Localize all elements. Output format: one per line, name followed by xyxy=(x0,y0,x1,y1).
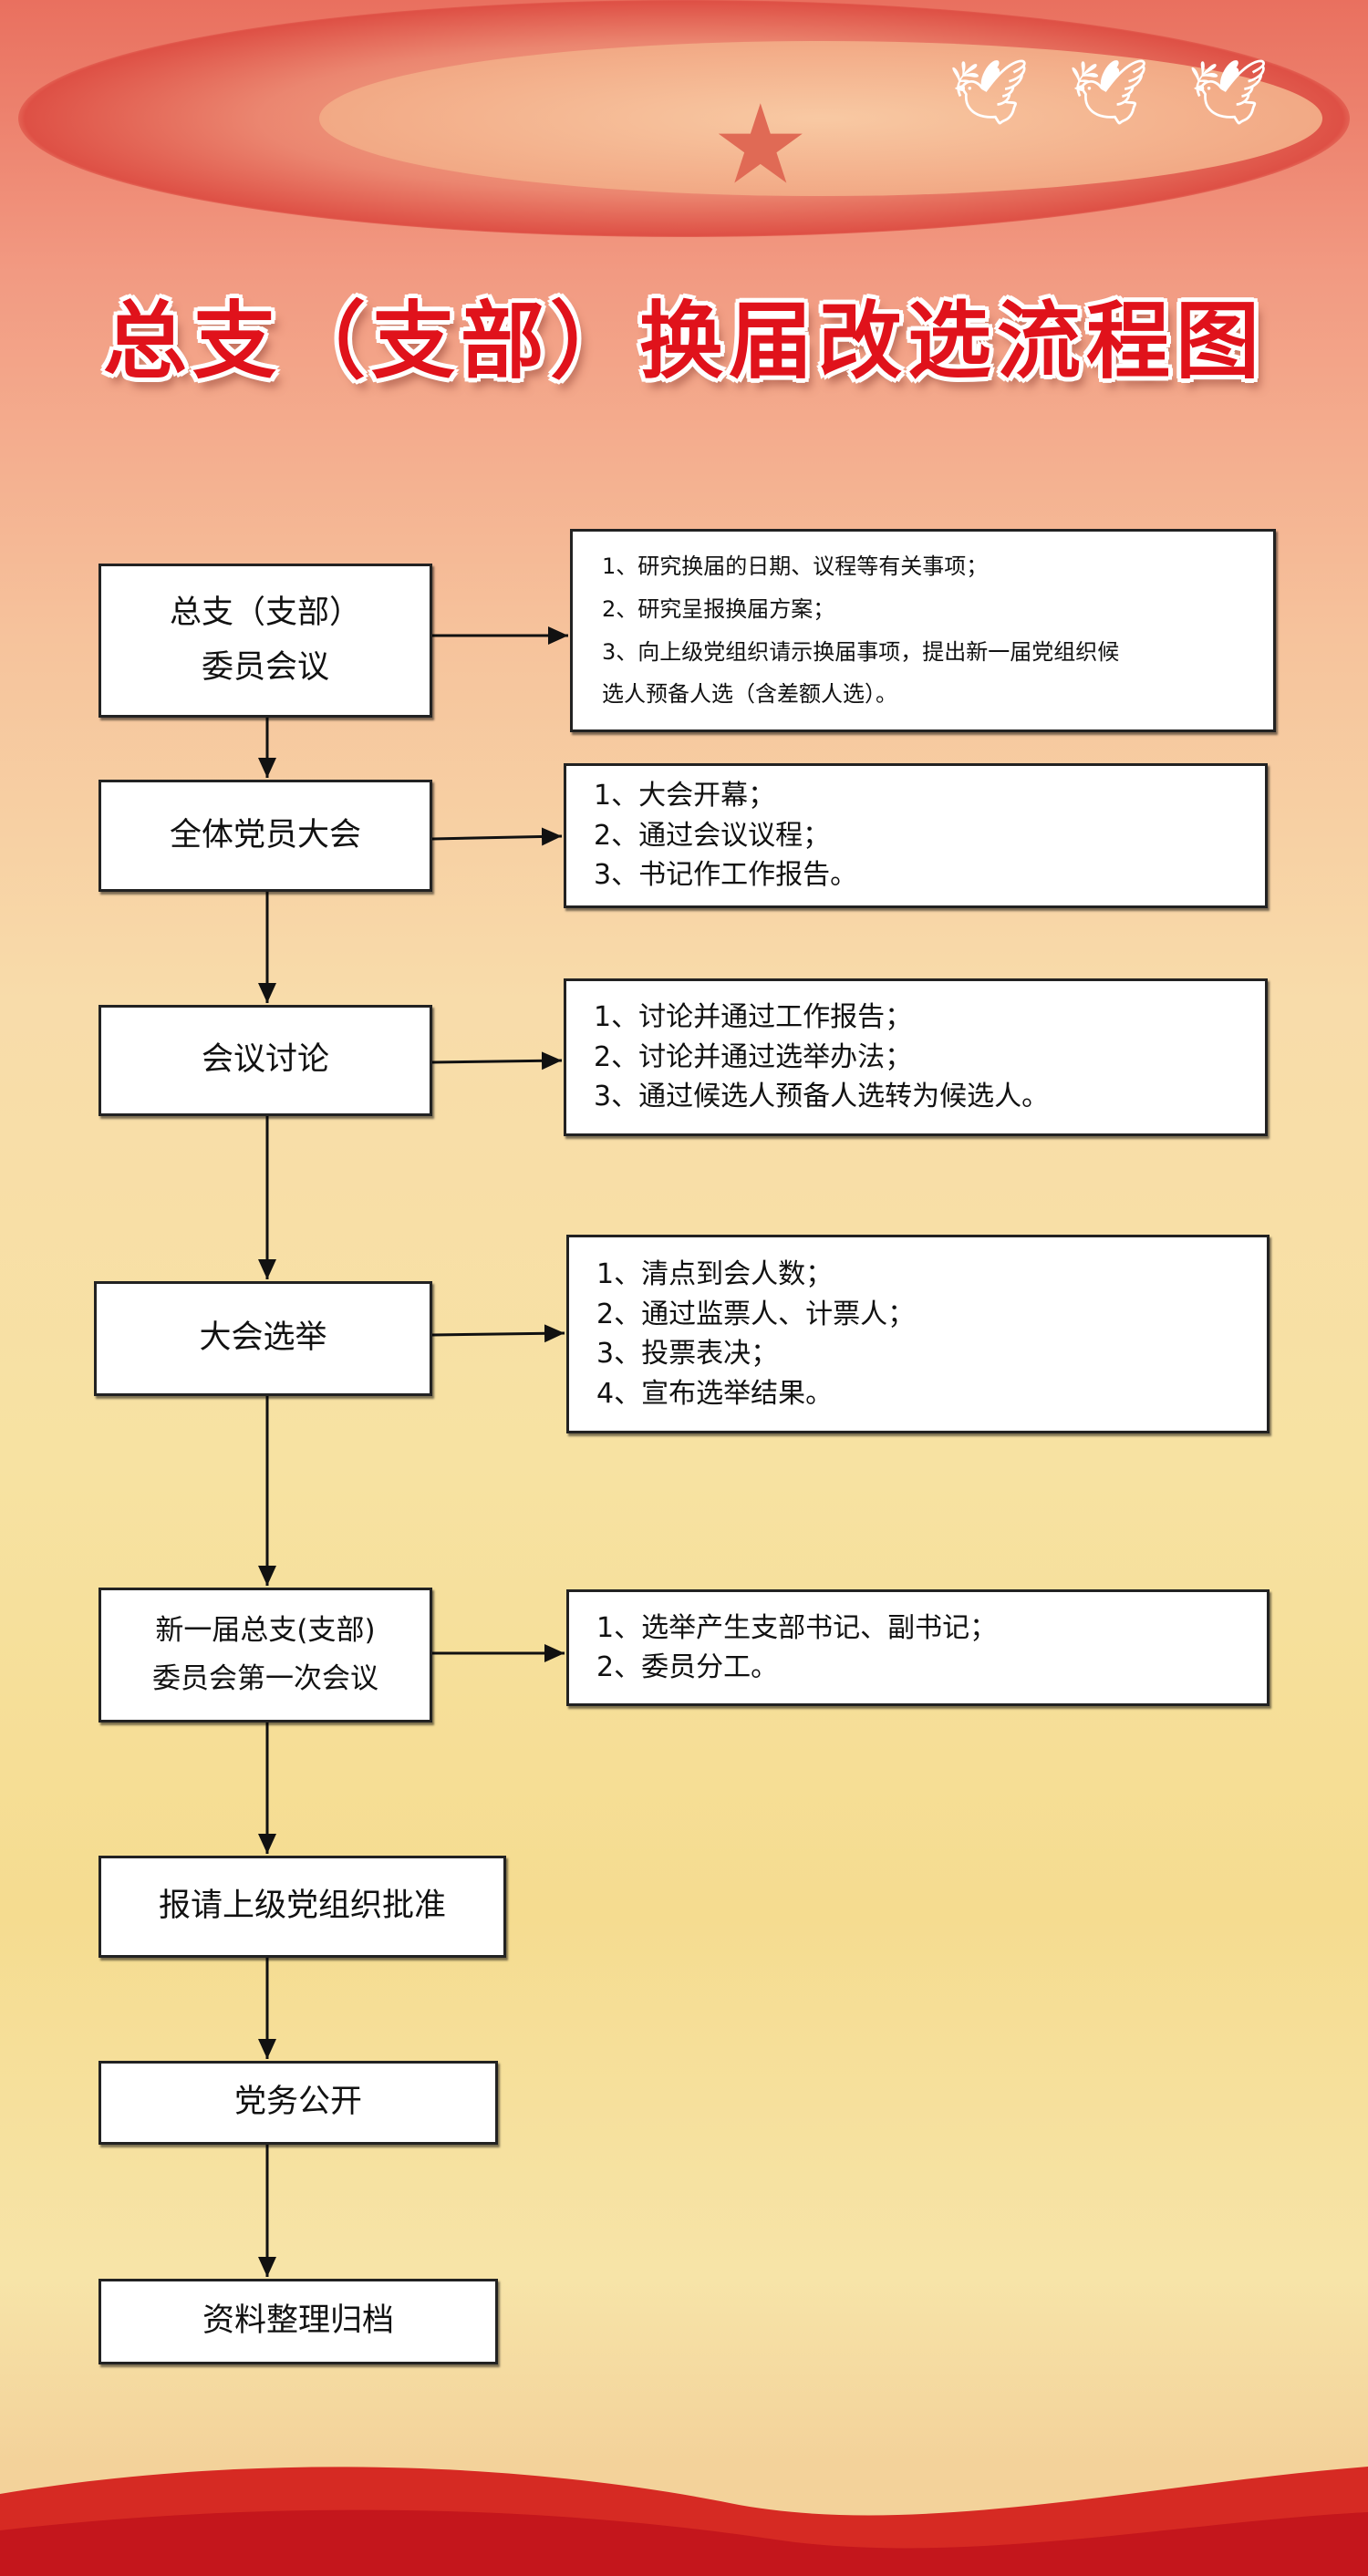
step-election: 大会选举 xyxy=(94,1281,432,1396)
step-first-committee-meeting: 新一届总支(支部) 委员会第一次会议 xyxy=(98,1588,432,1723)
emblem-background xyxy=(18,0,1350,237)
detail-line: 2、讨论并通过选举办法； xyxy=(594,1040,913,1073)
detail-line: 1、选举产生支部书记、副书记； xyxy=(596,1611,998,1644)
detail-line: 3、通过候选人预备人选转为候选人。 xyxy=(594,1081,1050,1113)
step-line: 资料整理归档 xyxy=(202,2302,394,2340)
arrow-right-4 xyxy=(431,1324,565,1343)
red-flag-wave xyxy=(0,2467,1368,2576)
detail-line: 2、通过会议议程； xyxy=(594,819,831,852)
step-line: 总支（支部） xyxy=(169,595,361,631)
detail-line: 2、通过监票人、计票人； xyxy=(596,1298,916,1330)
detail-first-committee-meeting: 1、选举产生支部书记、副书记； 2、委员分工。 xyxy=(566,1589,1270,1706)
detail-line: 2、研究呈报换届方案； xyxy=(602,595,835,622)
detail-line: 1、大会开幕； xyxy=(594,780,776,812)
step-discussion: 会议讨论 xyxy=(98,1005,432,1116)
detail-line: 3、向上级党组织请示换届事项，提出新一届党组织候 xyxy=(602,638,1120,665)
detail-line: 1、清点到会人数； xyxy=(596,1258,834,1290)
detail-election: 1、清点到会人数； 2、通过监票人、计票人； 3、投票表决； 4、宣布选举结果。 xyxy=(566,1235,1270,1433)
detail-line: 选人预备人选（含差额人选）。 xyxy=(602,681,897,708)
step-line: 新一届总支(支部) xyxy=(155,1614,376,1648)
step-line: 报请上级党组织批准 xyxy=(158,1888,446,1925)
doves-icon: 🕊 🕊 🕊 xyxy=(948,55,1279,129)
detail-line: 4、宣布选举结果。 xyxy=(596,1377,834,1410)
emblem-center xyxy=(319,41,1322,196)
page-title: 总支（支部）换届改选流程图 xyxy=(102,293,1265,390)
step-line: 党务公开 xyxy=(233,2084,362,2121)
step-line: 会议讨论 xyxy=(201,1041,329,1079)
step-line: 大会选举 xyxy=(199,1319,327,1357)
step-committee-meeting: 总支（支部） 委员会议 xyxy=(98,564,432,718)
detail-line: 3、书记作工作报告。 xyxy=(594,859,858,892)
detail-line: 3、投票表决； xyxy=(596,1338,779,1370)
step-public-disclosure: 党务公开 xyxy=(98,2061,498,2145)
step-report-approval: 报请上级党组织批准 xyxy=(98,1856,506,1958)
arrow-right-3 xyxy=(431,1051,563,1071)
step-line: 全体党员大会 xyxy=(169,816,361,853)
arrow-right-2 xyxy=(431,827,563,846)
detail-line: 1、研究换届的日期、议程等有关事项； xyxy=(602,553,989,579)
star-icon: ★ xyxy=(711,82,810,209)
detail-discussion: 1、讨论并通过工作报告； 2、讨论并通过选举办法； 3、通过候选人预备人选转为候… xyxy=(564,978,1268,1136)
detail-line: 1、讨论并通过工作报告； xyxy=(594,1001,913,1034)
detail-committee-meeting: 1、研究换届的日期、议程等有关事项； 2、研究呈报换届方案； 3、向上级党组织请… xyxy=(570,529,1276,732)
detail-line: 2、委员分工。 xyxy=(596,1651,779,1683)
step-line: 委员会议 xyxy=(201,648,329,686)
step-line: 委员会第一次会议 xyxy=(152,1662,378,1695)
step-general-assembly: 全体党员大会 xyxy=(98,780,432,892)
step-archive: 资料整理归档 xyxy=(98,2279,498,2364)
detail-general-assembly: 1、大会开幕； 2、通过会议议程； 3、书记作工作报告。 xyxy=(564,763,1268,908)
